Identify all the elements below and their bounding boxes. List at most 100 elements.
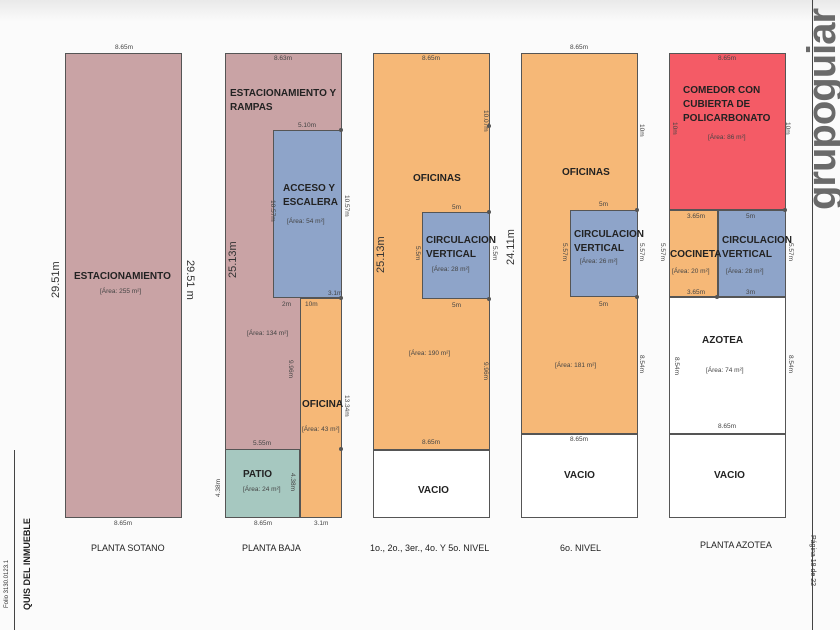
brand-logo: grupoguiar xyxy=(800,8,840,210)
azotea-azotea-block xyxy=(669,297,786,434)
sexto-top-dim: 8.65m xyxy=(570,44,589,51)
azotea-vacio-block xyxy=(669,434,786,518)
azotea-node-1 xyxy=(783,208,787,212)
sexto-dim-10m: 10m xyxy=(638,124,645,137)
tipo-left-dim: 25.13m xyxy=(375,236,387,273)
sexto-dim-557b: 5.57m xyxy=(638,243,645,262)
tipo-circ-block xyxy=(422,212,490,299)
baja-node-2 xyxy=(339,296,343,300)
page-number: Página 18 de 22 xyxy=(809,535,816,586)
azotea-dim-854b: 8.54m xyxy=(787,355,794,374)
sexto-circ-label: CIRCULACION VERTICAL xyxy=(574,229,644,254)
baja-node-1 xyxy=(339,128,343,132)
baja-bottom-dim: 8.65m xyxy=(254,520,273,527)
sotano-estacionamiento-block xyxy=(65,53,182,518)
baja-dim-31a: 3.1m xyxy=(328,290,343,297)
sotano-top-dim: 8.65m xyxy=(115,44,134,51)
side-title: QUIS DEL INMUEBLE xyxy=(22,518,32,610)
baja-dim-555: 5.55m xyxy=(253,440,272,447)
folio-text: Folio 3130.0123.1 xyxy=(4,559,10,608)
azotea-cocineta-area: [Área: 20 m²] xyxy=(672,268,710,275)
azotea-dim-10m: 10m xyxy=(671,122,678,135)
sexto-caption: 6o. NIVEL xyxy=(560,543,602,553)
tipo-top-dim: 8.65m xyxy=(422,55,441,62)
baja-dim-510: 5.10m xyxy=(298,122,317,129)
sexto-oficinas-area: [Área: 181 m²] xyxy=(555,362,597,369)
baja-acceso-label: ACCESO Y ESCALERA xyxy=(283,183,339,208)
baja-oficina-area: [Área: 43 m²] xyxy=(302,426,340,433)
sexto-oficinas-label: OFICINAS xyxy=(562,167,610,178)
tipo-dim-55b: 5.5m xyxy=(491,246,498,261)
azotea-circ-block xyxy=(718,210,786,297)
baja-dim-2m: 2m xyxy=(282,301,292,308)
azotea-top-dim: 8.65m xyxy=(718,55,737,62)
baja-dim-1057a: 10.57m xyxy=(269,200,276,222)
sexto-dim-854: 8.54m xyxy=(638,355,645,374)
baja-dim-998: 9.96m xyxy=(287,360,294,379)
baja-oficina-block xyxy=(300,298,342,518)
tipo-node-3 xyxy=(487,297,491,301)
left-border-line xyxy=(14,450,15,630)
sotano-right-dim: 29.51 m xyxy=(184,260,196,300)
sexto-dim-5m-b: 5m xyxy=(599,301,609,308)
sexto-circ-block xyxy=(570,210,638,297)
tipo-node-1 xyxy=(487,124,491,128)
baja-left-dim: 25.13m xyxy=(227,241,239,278)
baja-node-3 xyxy=(339,447,343,451)
azotea-azotea-label: AZOTEA xyxy=(702,335,744,346)
sotano-caption: PLANTA SOTANO xyxy=(91,543,165,553)
tipo-oficinas-area: [Área: 190 m²] xyxy=(409,350,451,357)
baja-patio-block xyxy=(225,449,300,518)
azotea-node-2 xyxy=(715,295,719,299)
baja-patio-area: [Área: 24 m²] xyxy=(243,486,281,493)
tipo-dim-1007: 10.07m xyxy=(482,110,489,132)
baja-dim-31b: 3.1m xyxy=(314,520,329,527)
sotano-label: ESTACIONAMIENTO xyxy=(74,271,171,282)
tipo-dim-5m-a: 5m xyxy=(452,204,462,211)
azotea-azotea-area: [Área: 74 m²] xyxy=(706,367,744,374)
tipo-node-2 xyxy=(487,210,491,214)
baja-parking-area: [Área: 134 m²] xyxy=(247,330,289,337)
tipo-dim-5m-b: 5m xyxy=(452,302,462,309)
sexto-node-2 xyxy=(635,295,639,299)
azotea-dim-854: 8.54m xyxy=(673,357,680,376)
baja-top-dim: 8.63m xyxy=(274,55,293,62)
sexto-dim-557: 5.57m xyxy=(561,243,568,262)
sotano-area: [Área: 255 m²] xyxy=(100,288,142,295)
baja-oficina-label: OFICINA xyxy=(302,399,344,410)
baja-dim-438b: 4.38m xyxy=(289,473,296,492)
azotea-dim-557: 5.57m xyxy=(659,243,666,262)
tipo-circ-area: [Área: 28 m²] xyxy=(432,266,470,273)
baja-dim-438a: 4.38m xyxy=(215,478,222,497)
azotea-cocineta-label: COCINETA xyxy=(670,249,722,260)
azotea-comedor-area: [Área: 86 m²] xyxy=(708,134,746,141)
baja-dim-1057b: 10.57m xyxy=(343,195,350,217)
baja-caption: PLANTA BAJA xyxy=(242,543,301,553)
baja-dim-1334: 13.34m xyxy=(343,395,350,417)
tipo-dim-996: 9.96m xyxy=(482,362,489,381)
azotea-circ-label: CIRCULACION VERTICAL xyxy=(722,235,792,260)
sexto-circ-area: [Área: 26 m²] xyxy=(580,258,618,265)
sexto-dim-5m-a: 5m xyxy=(599,201,609,208)
sexto-vacio-label: VACIO xyxy=(564,470,595,481)
top-band xyxy=(0,0,840,22)
baja-acceso-area: [Área: 54 m²] xyxy=(287,218,325,225)
baja-patio-label: PATIO xyxy=(243,469,273,480)
sexto-left-dim: 24.11m xyxy=(505,229,517,265)
azotea-dim-5m: 5m xyxy=(746,213,756,220)
tipo-vacio-block xyxy=(373,450,490,518)
azotea-cocineta-block xyxy=(669,210,718,297)
azotea-dim-365b: 3.65m xyxy=(687,289,706,296)
azotea-caption: PLANTA AZOTEA xyxy=(700,540,772,550)
azotea-bottom-dim: 8.65m xyxy=(718,423,737,430)
baja-parking-label: ESTACIONAMIENTO Y RAMPAS xyxy=(230,88,336,113)
azotea-comedor-label: COMEDOR CON CUBIERTA DE POLICARBONATO xyxy=(683,85,771,124)
tipo-circ-label: CIRCULACION VERTICAL xyxy=(426,235,496,260)
azotea-dim-3m: 3m xyxy=(746,289,756,296)
azotea-vacio-label: VACIO xyxy=(714,470,745,481)
tipo-caption: 1o., 2o., 3er., 4o. Y 5o. NIVEL xyxy=(370,543,490,553)
azotea-circ-area: [Área: 28 m²] xyxy=(726,268,764,275)
baja-dim-10m: 10m xyxy=(305,301,318,308)
azotea-comedor-block xyxy=(669,53,786,210)
